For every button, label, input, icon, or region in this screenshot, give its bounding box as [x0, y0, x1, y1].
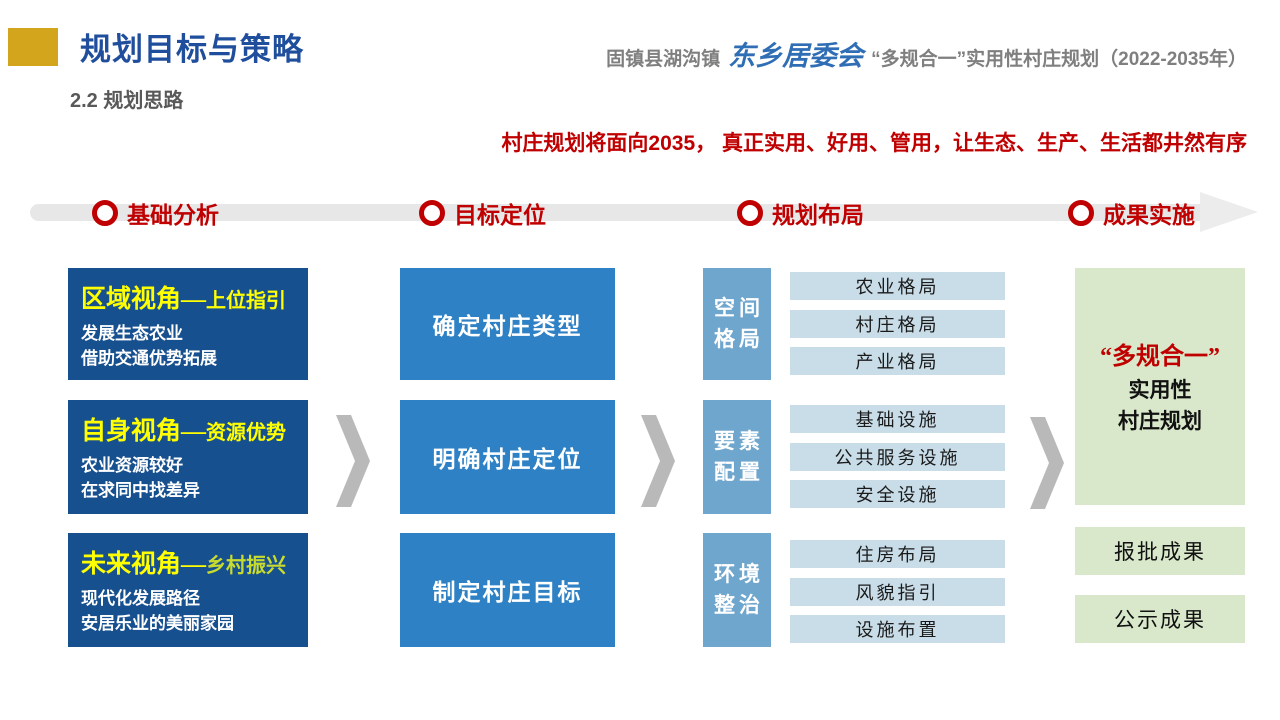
result-line: 村庄规划	[1118, 409, 1202, 433]
project-header: 固镇县湖沟镇 东乡居委会 “多规合一”实用性村庄规划（2022-2035年）	[606, 34, 1247, 73]
group-bars-spatial: 农业格局 村庄格局 产业格局	[790, 272, 1005, 375]
perspective-title: 自身视角—资源优势	[81, 411, 295, 447]
timeline-step-label: 基础分析	[127, 202, 219, 228]
group-label-line: 整治	[714, 593, 764, 617]
title-accent-bar	[8, 28, 58, 66]
timeline-arrow-icon	[1200, 192, 1258, 232]
group-label-environment: 环境 整治	[703, 533, 771, 647]
perspective-line: 安居乐业的美丽家园	[81, 613, 234, 633]
timeline-node-circle-icon	[737, 200, 763, 226]
page-title: 规划目标与策略	[80, 32, 304, 67]
slogan-text: 村庄规划将面向2035， 真正实用、好用、管用，让生态、生产、生活都井然有序	[501, 132, 1247, 155]
timeline-node-circle-icon	[419, 200, 445, 226]
result-highlight: “多规合一”	[1100, 343, 1220, 370]
chevron-right-icon	[641, 415, 675, 507]
layout-item: 公共服务设施	[790, 442, 1005, 471]
timeline-step-2: 目标定位	[419, 196, 546, 230]
group-label-line: 要素	[714, 428, 764, 453]
task-box-village-goal: 制定村庄目标	[400, 533, 615, 647]
perspective-title-sub: 资源优势	[206, 422, 287, 444]
timeline-bar	[30, 204, 1210, 221]
layout-item: 风貌指引	[790, 577, 1005, 606]
result-line: 实用性	[1128, 377, 1192, 402]
perspective-box-regional: 区域视角—上位指引 发展生态农业 借助交通优势拓展	[68, 268, 308, 380]
perspective-title-sub: 上位指引	[206, 290, 287, 312]
result-output-approval: 报批成果	[1075, 527, 1245, 575]
timeline-node-circle-icon	[92, 200, 118, 226]
perspective-line: 现代化发展路径	[81, 589, 200, 608]
task-box-village-positioning: 明确村庄定位	[400, 400, 615, 514]
result-main-box: “多规合一” 实用性 村庄规划	[1075, 268, 1245, 505]
perspective-line: 农业资源较好	[81, 456, 183, 475]
chevron-right-icon	[336, 415, 370, 507]
group-bars-environment: 住房布局 风貌指引 设施布置	[790, 540, 1005, 643]
layout-item: 住房布局	[790, 540, 1005, 568]
perspective-line: 借助交通优势拓展	[81, 348, 217, 368]
layout-item: 基础设施	[790, 405, 1005, 433]
timeline-node-circle-icon	[1068, 200, 1094, 226]
layout-item: 设施布置	[790, 615, 1005, 643]
layout-item: 农业格局	[790, 272, 1005, 300]
task-box-village-type: 确定村庄类型	[400, 268, 615, 380]
perspective-title: 区域视角—上位指引	[81, 279, 295, 315]
project-village-name: 东乡居委会	[728, 41, 864, 71]
group-label-line: 环境	[714, 561, 764, 586]
perspective-title-main: 未来视角—	[81, 551, 207, 578]
timeline-step-1: 基础分析	[92, 196, 219, 230]
section-subtitle: 2.2 规划思路	[70, 90, 184, 112]
group-label-elements: 要素 配置	[703, 400, 771, 514]
group-bars-elements: 基础设施 公共服务设施 安全设施	[790, 405, 1005, 508]
layout-item: 安全设施	[790, 480, 1005, 508]
group-label-line: 空间	[714, 295, 764, 320]
timeline-step-label: 成果实施	[1103, 202, 1195, 228]
timeline-step-3: 规划布局	[737, 196, 864, 230]
perspective-box-self: 自身视角—资源优势 农业资源较好 在求同中找差异	[68, 400, 308, 514]
layout-item: 村庄格局	[790, 309, 1005, 338]
layout-item: 产业格局	[790, 347, 1005, 375]
result-output-publicity: 公示成果	[1075, 595, 1245, 643]
perspective-title: 未来视角—乡村振兴	[81, 544, 295, 580]
timeline-step-label: 目标定位	[454, 202, 546, 228]
group-label-line: 格局	[714, 327, 764, 351]
perspective-title-main: 自身视角—	[81, 418, 207, 445]
perspective-line: 在求同中找差异	[81, 480, 200, 500]
perspective-title-main: 区域视角—	[81, 286, 207, 313]
perspective-box-future: 未来视角—乡村振兴 现代化发展路径 安居乐业的美丽家园	[68, 533, 308, 647]
group-label-spatial: 空间 格局	[703, 268, 771, 380]
timeline-step-label: 规划布局	[772, 202, 864, 228]
chevron-right-icon	[1030, 417, 1064, 509]
timeline-step-4: 成果实施	[1068, 196, 1195, 230]
group-label-line: 配置	[714, 460, 764, 484]
perspective-title-sub: 乡村振兴	[206, 555, 287, 577]
project-town: 固镇县湖沟镇	[606, 49, 721, 70]
project-plan-name: “多规合一”实用性村庄规划（2022-2035年）	[871, 49, 1247, 70]
perspective-line: 发展生态农业	[81, 324, 183, 343]
